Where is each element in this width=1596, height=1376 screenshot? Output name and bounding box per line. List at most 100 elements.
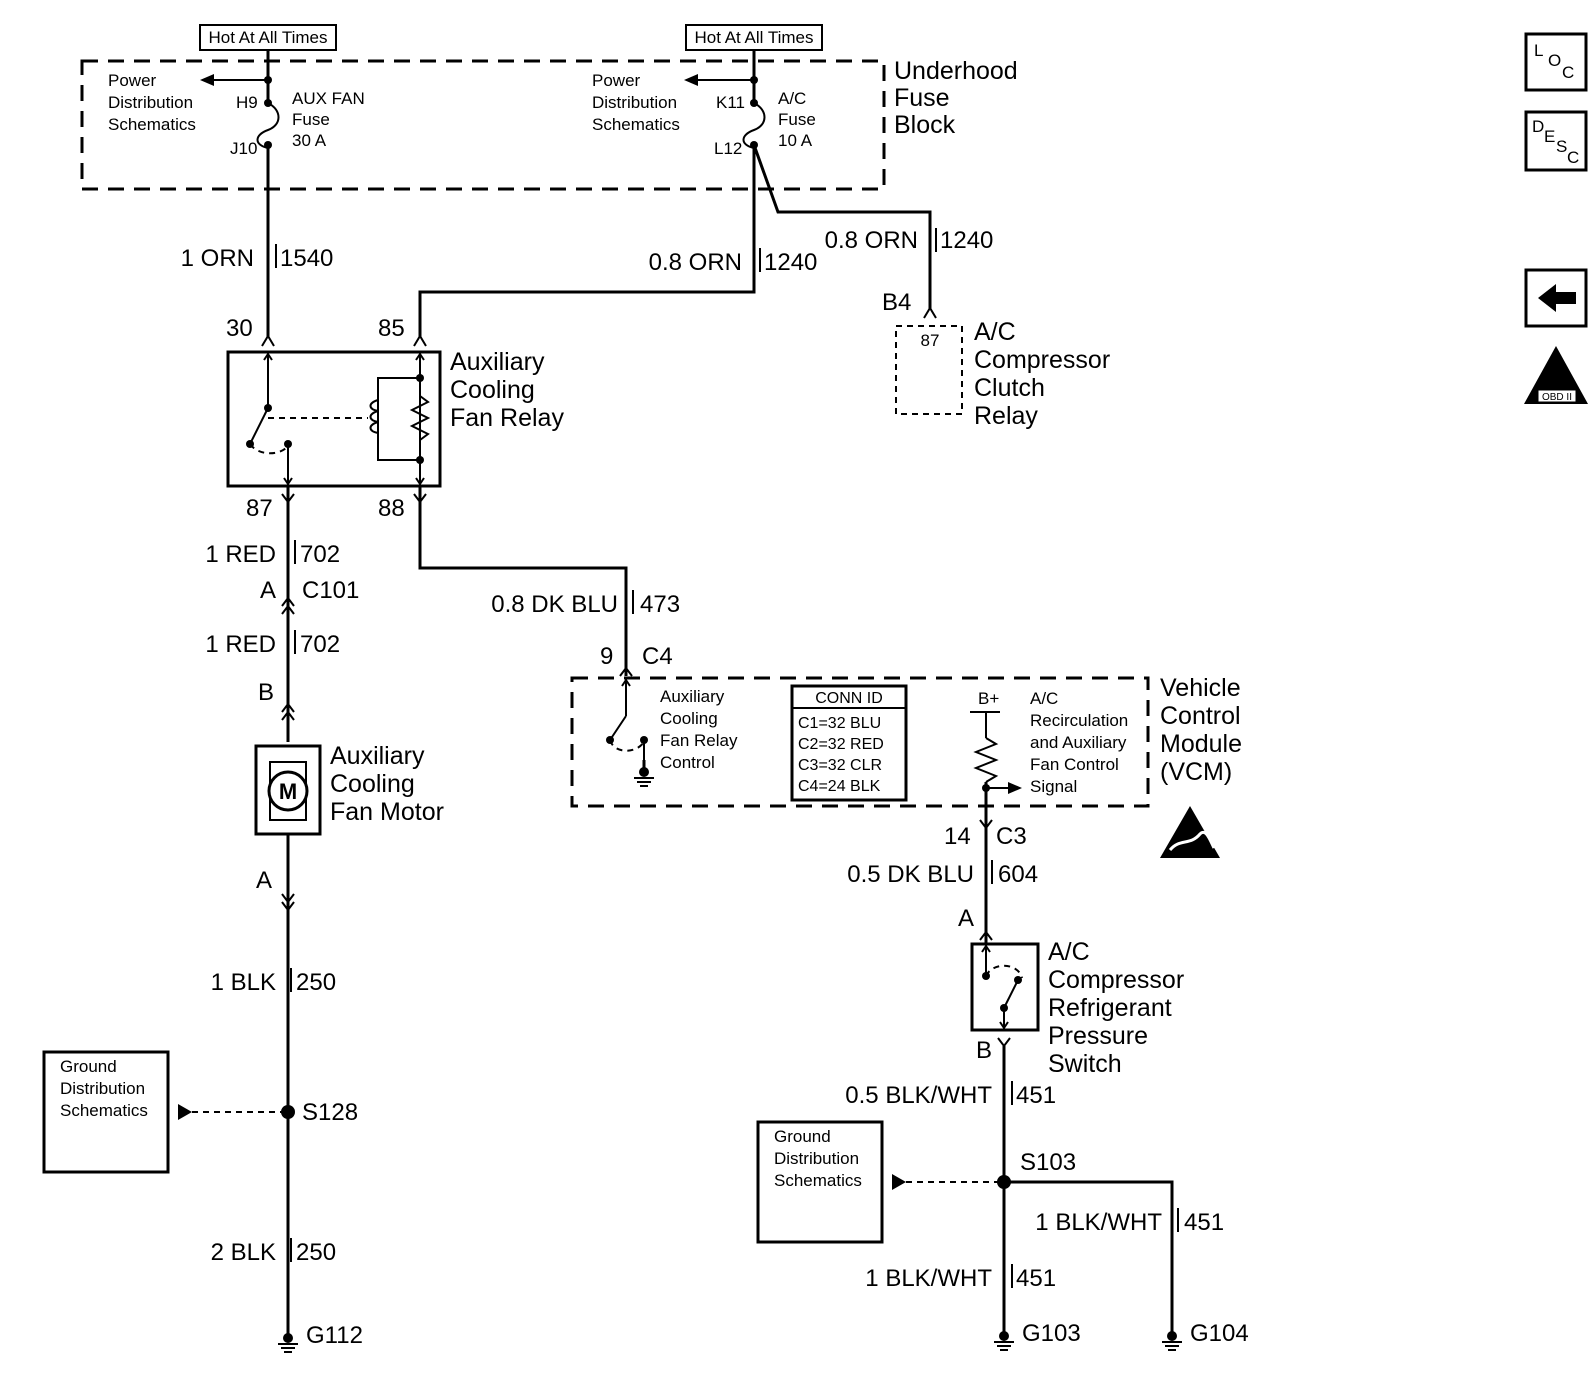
ac-fuse-line1: A/C	[778, 89, 806, 108]
splice-s128	[281, 1105, 295, 1119]
wire-451a-color: 0.5 BLK/WHT	[845, 1082, 992, 1109]
conn-id-c2: C2=32 RED	[798, 736, 884, 753]
wire-1240a-number: 1240	[764, 249, 817, 276]
back-button[interactable]	[1524, 268, 1588, 328]
vcm-right-line4: Fan Control	[1030, 755, 1119, 774]
clutch-relay-line2: Compressor	[974, 346, 1110, 374]
fuse-block-title-1: Underhood	[894, 57, 1018, 85]
loc-letter-l: L	[1534, 41, 1543, 60]
ground-g104-icon	[1160, 1322, 1184, 1352]
pin-14: 14	[944, 823, 971, 850]
obd-ii-button[interactable]: OBD II	[1524, 346, 1588, 404]
wire-250b-color: 2 BLK	[211, 1239, 276, 1266]
wire-451b-color: 1 BLK/WHT	[1035, 1209, 1162, 1236]
relay-line1: Auxiliary	[450, 348, 545, 376]
fuse-block-title-2: Fuse	[894, 84, 950, 112]
loc-letter-c: C	[1562, 63, 1574, 82]
wire-1540: 1 ORN 1540	[181, 145, 333, 347]
ground-g103: G103	[1022, 1320, 1081, 1347]
wire-702: 1 RED 702 A C101 1 RED 702 B	[205, 486, 359, 742]
gds1-line1: Ground	[60, 1057, 117, 1076]
vcm-title-line2: Control	[1160, 702, 1241, 730]
conn-id-c4: C4=24 BLK	[798, 778, 881, 795]
esd-warning-icon	[1160, 806, 1220, 858]
power-arrow-icon	[684, 74, 698, 86]
conn-id-c1: C1=32 BLU	[798, 715, 881, 732]
wire-702b-number: 702	[300, 631, 340, 658]
wire-604-number: 604	[998, 861, 1038, 888]
switch-line5: Switch	[1048, 1050, 1122, 1078]
obd-ii-label: OBD II	[1542, 392, 1572, 403]
pin-j10: J10	[230, 139, 257, 158]
vehicle-control-module: Auxiliary Cooling Fan Relay Control CONN…	[570, 674, 1242, 858]
pin-9: 9	[600, 643, 613, 670]
aux-cooling-fan-relay: 30 85 Auxiliary Cooling Fan Relay 87 88	[226, 315, 564, 522]
pds-1-line2: Distribution	[108, 93, 193, 112]
loc-button[interactable]: L O C	[1524, 32, 1588, 92]
pin-h9: H9	[236, 93, 258, 112]
vcm-ground-icon	[632, 758, 656, 788]
conn-id-table	[790, 684, 908, 802]
desc-letter-e: E	[1544, 127, 1555, 146]
ac-fuse-line3: 10 A	[778, 131, 813, 150]
switch-line1: A/C	[1048, 938, 1090, 966]
c101-pin-a: A	[260, 577, 276, 604]
loc-letter-o: O	[1548, 51, 1561, 70]
desc-button[interactable]: D E S C	[1524, 110, 1588, 172]
motor-line2: Cooling	[330, 770, 415, 798]
motor-icon	[267, 770, 309, 812]
ground-g103-icon	[992, 1322, 1016, 1352]
conn-id-title: CONN ID	[815, 690, 883, 707]
fuse-block-title-3: Block	[894, 111, 956, 139]
wire-1240b-color: 0.8 ORN	[825, 227, 918, 254]
resistor-icon	[409, 395, 431, 441]
motor-line1: Auxiliary	[330, 742, 425, 770]
power-arrow-icon	[200, 74, 214, 86]
desc-letter-d: D	[1532, 117, 1544, 136]
relay-line2: Cooling	[450, 376, 535, 404]
pin-87-clutch: 87	[921, 331, 940, 350]
gds2-line2: Distribution	[774, 1149, 859, 1168]
switch-line2: Compressor	[1048, 966, 1184, 994]
wire-1240-to-relay: 0.8 ORN 1240	[413, 145, 817, 347]
wire-1240b-number: 1240	[940, 227, 993, 254]
wire-473: 0.8 DK BLU 473 9 C4	[413, 486, 680, 677]
wire-250: A 1 BLK 250 S128 2 BLK 250 G112	[211, 834, 363, 1354]
wire-451c-color: 1 BLK/WHT	[865, 1265, 992, 1292]
vcm-right-line3: and Auxiliary	[1030, 733, 1127, 752]
switch-pin-a: A	[958, 905, 974, 932]
ground-g112-icon	[276, 1324, 300, 1354]
pds-2-line3: Schematics	[592, 115, 680, 134]
wire-702a-number: 702	[300, 541, 340, 568]
aux-fuse-line1: AUX FAN	[292, 89, 365, 108]
gds1-line3: Schematics	[60, 1101, 148, 1120]
fuse-icon	[256, 102, 280, 149]
connector-c101: C101	[302, 577, 359, 604]
desc-letter-c: C	[1567, 148, 1579, 167]
ground-g104: G104	[1190, 1320, 1249, 1347]
signal-arrow-icon	[1008, 782, 1022, 794]
pds-2-line2: Distribution	[592, 93, 677, 112]
switch-pin-b: B	[976, 1037, 992, 1064]
wire-451a-number: 451	[1016, 1082, 1056, 1109]
wire-451: B 0.5 BLK/WHT 451 S103 1 BLK/WHT 451 1 B…	[845, 1037, 1249, 1352]
vcm-right-line5: Signal	[1030, 777, 1077, 796]
splice-s103-label: S103	[1020, 1149, 1076, 1176]
aux-cooling-fan-motor: M Auxiliary Cooling Fan Motor	[254, 742, 444, 836]
ac-pressure-switch: A/C Compressor Refrigerant Pressure Swit…	[970, 938, 1184, 1078]
wire-451b-number: 451	[1184, 1209, 1224, 1236]
clutch-relay-line3: Clutch	[974, 374, 1045, 402]
aux-fuse-line2: Fuse	[292, 110, 330, 129]
back-arrow-icon	[1538, 284, 1576, 312]
wire-250a-color: 1 BLK	[211, 969, 276, 996]
fuse-icon	[742, 102, 766, 149]
motor-pin-a: A	[256, 867, 272, 894]
vcm-left-line2: Cooling	[660, 709, 718, 728]
wire-1540-color: 1 ORN	[181, 245, 254, 272]
gds2-line1: Ground	[774, 1127, 831, 1146]
wire-604: 14 C3 0.5 DK BLU 604 A	[847, 819, 1038, 944]
wire-473-number: 473	[640, 591, 680, 618]
connector-c3: C3	[996, 823, 1027, 850]
gds2-line3: Schematics	[774, 1171, 862, 1190]
